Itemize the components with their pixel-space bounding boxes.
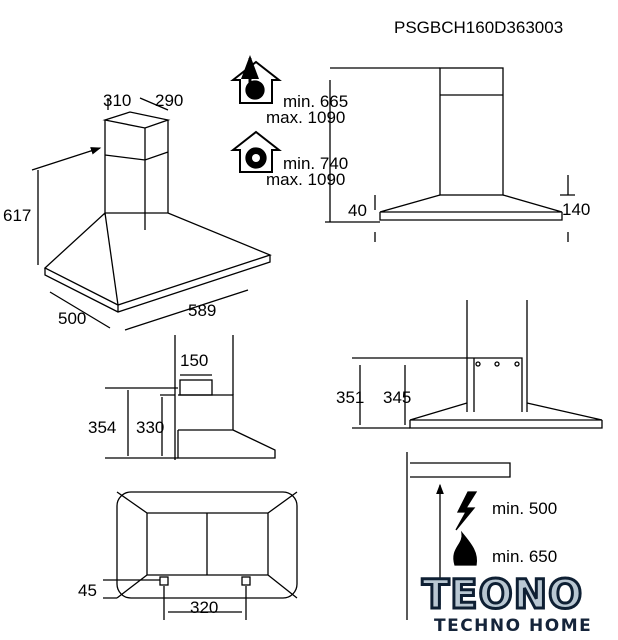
dim-chimney-width: 310: [103, 91, 132, 110]
dim-canopy-height: 140: [562, 200, 591, 219]
extraction-min: min. 665: [283, 92, 349, 111]
recirculation-min: min. 740: [283, 154, 349, 173]
dim-outlet-width: 150: [180, 351, 209, 370]
lightning-icon: [455, 491, 478, 531]
dim-bracket-total: 351: [336, 388, 365, 407]
dim-offset: 45: [78, 581, 97, 600]
extraction-max: max. 1090: [266, 108, 346, 127]
front-view-drawing: [325, 67, 575, 242]
flame-icon: [453, 530, 478, 566]
top-view-drawing: [103, 491, 298, 620]
dim-bracket-inner: 345: [383, 388, 412, 407]
logo-tagline: TECHNO HOME: [434, 616, 593, 636]
logo-name: TEONO: [420, 571, 584, 620]
dim-height: 617: [3, 206, 32, 225]
dim-canopy-edge: 40: [348, 201, 367, 220]
dim-side-inner: 330: [136, 418, 165, 437]
side-view-drawing: [105, 335, 276, 460]
clearance-electric: min. 500: [492, 499, 558, 518]
dim-width: 589: [188, 301, 217, 320]
dim-side-total: 354: [88, 418, 117, 437]
house-recirculation-icon: [230, 130, 282, 173]
bracket-view-drawing: [352, 300, 603, 429]
iso-hood-drawing: [31, 97, 272, 331]
model-code: PSGBCH160D363003: [394, 18, 564, 37]
dim-chimney-depth: 290: [155, 91, 184, 110]
clearance-drawing: [406, 452, 511, 620]
recirculation-max: max. 1090: [266, 170, 346, 189]
house-extraction-icon: [230, 55, 282, 104]
dim-spacing: 320: [190, 598, 219, 617]
brand-logo: TEONO TECHNO HOME: [420, 571, 608, 637]
clearance-gas: min. 650: [492, 547, 558, 566]
dim-depth: 500: [58, 309, 87, 328]
